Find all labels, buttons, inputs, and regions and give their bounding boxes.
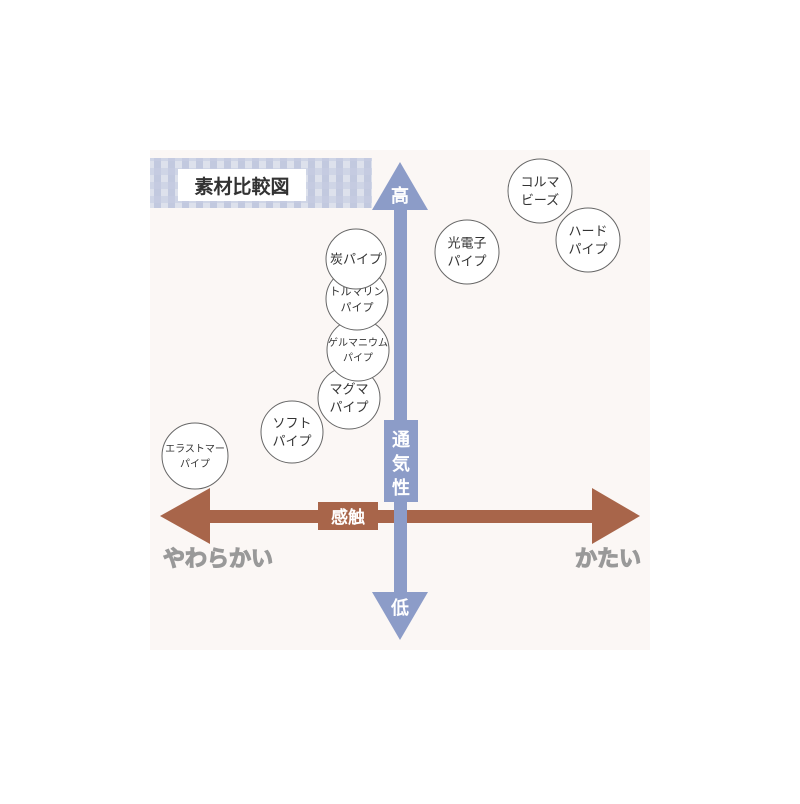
vertical-axis-label-box (384, 420, 418, 502)
photon-pipe-label-line: 光電子 (447, 237, 486, 252)
title-banner: 素材比較図 (150, 158, 372, 208)
horizontal-axis-label-box (318, 502, 378, 530)
vertical-axis-label: 通気性 (392, 430, 410, 499)
soft-pipe-circle (260, 400, 324, 464)
diagram-title: 素材比較図 (194, 175, 289, 198)
photon-pipe-circle (434, 219, 500, 285)
vertical-axis-shaft (394, 205, 407, 598)
soft-pipe-label-line: パイプ (272, 435, 311, 450)
photon-pipe-label-line: パイプ (447, 255, 486, 270)
tourmaline-pipe-label-line: パイプ (341, 301, 374, 314)
colma-beads-circle (507, 158, 573, 224)
material-items: エラストマーパイプソフトパイプマグマパイプゲルマニウムパイプトルマリンパイプ炭パ… (161, 158, 621, 490)
colma-beads-label-line: ビーズ (521, 193, 559, 209)
vertical-axis-top-label: 高 (391, 185, 409, 207)
hard-pipe-label-line: パイプ (568, 243, 607, 258)
colma-beads-label-line: コルマ (520, 176, 559, 191)
magma-pipe-label-line: マグマ (329, 383, 368, 398)
elastomer-pipe-circle (161, 422, 229, 490)
horizontal-axis-label: 感触 (331, 507, 365, 528)
vertical-axis-bottom-label: 低 (390, 597, 409, 619)
magma-pipe-label-line: パイプ (329, 401, 368, 416)
elastomer-pipe-label-line: エラストマー (165, 443, 225, 455)
hard-pipe-circle (555, 207, 621, 273)
vertical-axis-top-arrow (372, 162, 428, 210)
germanium-pipe-label-line: ゲルマニウム (328, 337, 388, 349)
horizontal-axis-left-arrow (160, 488, 210, 544)
vertical-axis-bottom-arrow (372, 592, 428, 640)
charcoal-pipe-label-line: 炭パイプ (330, 253, 382, 268)
soft-pipe-label-line: ソフト (272, 417, 311, 432)
hard-pipe-label-line: ハード (568, 225, 607, 240)
tourmaline-pipe-label-line: トルマリン (330, 285, 385, 298)
horizontal-axis-right-arrow (592, 488, 640, 544)
germanium-pipe-label-line: パイプ (343, 352, 373, 364)
title-box (178, 169, 306, 201)
horizontal-axis-right-label: かたい (575, 547, 641, 572)
material-charcoal-pipe: 炭パイプ (325, 228, 387, 290)
horizontal-axis-left-label: やわらかい (163, 547, 273, 572)
charcoal-pipe-circle (325, 228, 387, 290)
elastomer-pipe-label-line: パイプ (180, 458, 210, 470)
